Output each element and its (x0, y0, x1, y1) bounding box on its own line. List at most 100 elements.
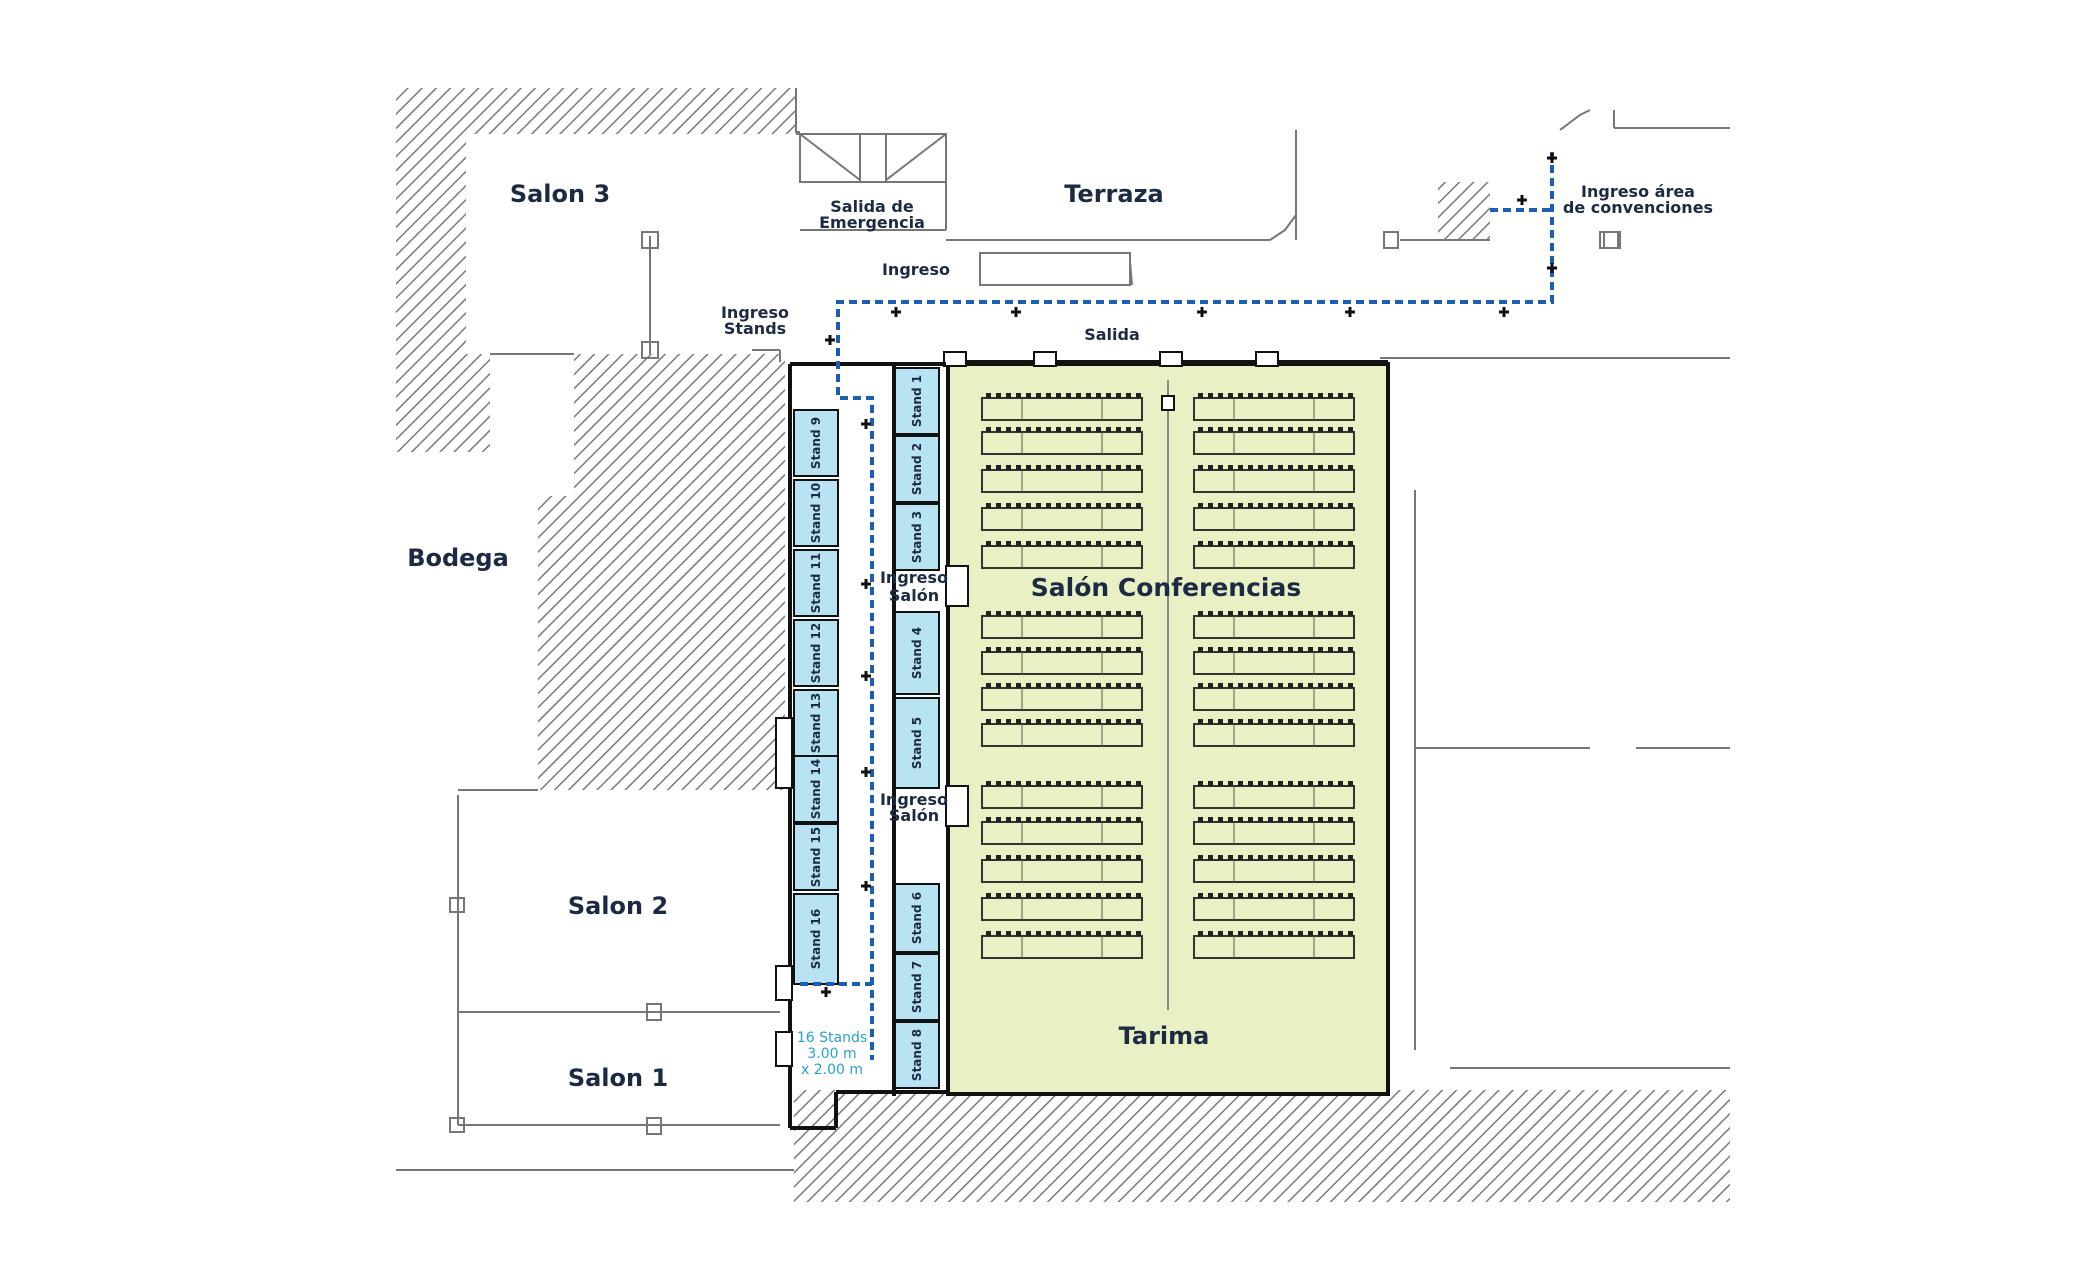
stand-10: Stand 10 (793, 479, 839, 547)
stand-label: Stand 15 (809, 827, 823, 888)
seat-row (981, 781, 1143, 809)
seat-row (1193, 817, 1355, 845)
route-marker (861, 419, 871, 429)
route-marker (1011, 307, 1021, 317)
room-salon2: Salon 2 (568, 892, 668, 920)
seat-row (1193, 427, 1355, 455)
label-ingreso-salon-bottom-2: Salón (889, 806, 939, 825)
stand-label: Stand 14 (809, 759, 823, 820)
label-salida: Salida (1084, 325, 1140, 344)
stand-label: Stand 10 (809, 483, 823, 544)
seat-row (981, 611, 1143, 639)
seat-row (1193, 647, 1355, 675)
stand-label: Stand 6 (910, 892, 924, 944)
access-route (836, 152, 1554, 1060)
route-marker (861, 671, 871, 681)
stand-6: Stand 6 (894, 883, 940, 953)
room-bodega: Bodega (407, 544, 509, 572)
seat-row (981, 503, 1143, 531)
hall-top-doors (943, 351, 1279, 411)
hatch-salon3-frame (396, 88, 796, 452)
seat-row (981, 393, 1143, 421)
route-marker (1517, 195, 1527, 205)
route-marker (1345, 307, 1355, 317)
route-marker (1197, 307, 1207, 317)
stand-3: Stand 3 (894, 503, 940, 571)
seat-row (1193, 465, 1355, 493)
stand-9: Stand 9 (793, 409, 839, 477)
seat-row (1193, 781, 1355, 809)
seat-row (981, 719, 1143, 747)
stand-label: Stand 2 (910, 443, 924, 495)
seat-row (1193, 611, 1355, 639)
hatch-bodega (538, 354, 785, 790)
hatched-areas (396, 88, 1730, 1202)
label-ingreso-salon-bottom-1: Ingreso (880, 790, 948, 809)
label-salida-emergencia-2: Emergencia (819, 213, 925, 232)
seat-row (981, 427, 1143, 455)
room-tarima: Tarima (1119, 1022, 1210, 1050)
seat-row (1193, 893, 1355, 921)
stand-2: Stand 2 (894, 435, 940, 503)
room-salon1: Salon 1 (568, 1064, 668, 1092)
seat-row (981, 683, 1143, 711)
route-marker (1547, 153, 1557, 163)
room-salon-conferencias: Salón Conferencias (1031, 573, 1302, 602)
hall-side-doors (945, 565, 969, 827)
route-marker (891, 307, 901, 317)
label-ingreso-stands-2: Stands (724, 319, 786, 338)
stand-label: Stand 13 (809, 693, 823, 754)
room-terraza: Terraza (1064, 180, 1164, 208)
seat-row (981, 855, 1143, 883)
label-ingreso: Ingreso (882, 260, 950, 279)
route-marker (861, 579, 871, 589)
seat-row (1193, 541, 1355, 569)
route-marker (821, 987, 831, 997)
seat-row (981, 817, 1143, 845)
route-markers (821, 153, 1557, 997)
seat-row (1193, 683, 1355, 711)
label-ingreso-area-1: Ingreso área (1581, 182, 1695, 201)
stand-1: Stand 1 (894, 367, 940, 435)
stand-5: Stand 5 (894, 697, 940, 789)
stand-note-width: 3.00 m (807, 1046, 856, 1062)
label-ingreso-area-2: de convenciones (1563, 198, 1713, 217)
seat-row (1193, 931, 1355, 959)
stand-label: Stand 12 (809, 623, 823, 684)
seat-row (1193, 393, 1355, 421)
label-ingreso-stands-1: Ingreso (721, 303, 789, 322)
stand-note-depth: x 2.00 m (801, 1062, 863, 1078)
stand-16: Stand 16 (793, 893, 839, 985)
seat-row (1193, 719, 1355, 747)
stand-label: Stand 8 (910, 1029, 924, 1081)
room-salon3: Salon 3 (510, 180, 610, 208)
label-ingreso-salon-top-1: Ingreso (880, 568, 948, 587)
label-ingreso-salon-top-2: Salón (889, 586, 939, 605)
stand-label: Stand 11 (809, 553, 823, 614)
hatch-terraza-block (1438, 182, 1490, 240)
seat-row (981, 647, 1143, 675)
stand-14: Stand 14 (793, 755, 839, 823)
stand-label: Stand 4 (910, 627, 924, 679)
seat-row (981, 931, 1143, 959)
seat-row (1193, 503, 1355, 531)
stand-4: Stand 4 (894, 611, 940, 695)
stand-label: Stand 5 (910, 717, 924, 769)
stand-11: Stand 11 (793, 549, 839, 617)
label-salida-emergencia-1: Salida de (830, 197, 914, 216)
stands: Stand 1 Stand 2 Stand 3 Stand 4 Stand 5 Stand… (793, 367, 940, 1089)
stand-13: Stand 13 (793, 689, 839, 757)
stand-label: Stand 3 (910, 511, 924, 563)
stand-8: Stand 8 (894, 1021, 940, 1089)
seat-row (981, 541, 1143, 569)
stand-15: Stand 15 (793, 823, 839, 891)
stand-label: Stand 7 (910, 961, 924, 1013)
hatch-bottom (794, 1090, 1730, 1202)
seating-rows (981, 393, 1355, 959)
route-marker (861, 767, 871, 777)
route-marker (861, 881, 871, 891)
seat-row (981, 465, 1143, 493)
stand-12: Stand 12 (793, 619, 839, 687)
route-marker (825, 335, 835, 345)
